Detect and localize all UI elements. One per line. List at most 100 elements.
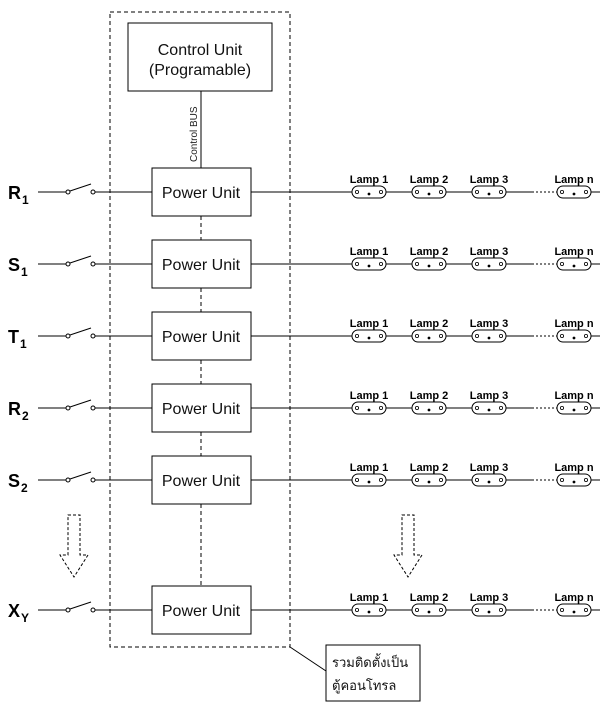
lamp-label: Lamp n bbox=[554, 462, 593, 474]
switch-icon bbox=[65, 327, 96, 339]
lamp-2: Lamp 2 bbox=[410, 592, 449, 617]
lamp-label: Lamp n bbox=[554, 390, 593, 402]
lamp-tube-icon bbox=[471, 473, 507, 487]
phase-letter: S bbox=[8, 471, 20, 491]
lamp-4: Lamp n bbox=[554, 246, 594, 271]
phase-label: T1 bbox=[8, 327, 27, 351]
control-unit-subtitle: (Programable) bbox=[149, 62, 251, 79]
lamp-label: Lamp 1 bbox=[350, 174, 389, 186]
phase-letter: T bbox=[8, 327, 19, 347]
lamp-2: Lamp 2 bbox=[410, 246, 449, 271]
switch-icon bbox=[65, 183, 96, 195]
lamp-label: Lamp 2 bbox=[410, 592, 449, 604]
lamp-label: Lamp 1 bbox=[350, 318, 389, 330]
lamp-tube-icon bbox=[556, 473, 592, 487]
phase-letter: R bbox=[8, 399, 21, 419]
lamp-tube-icon bbox=[471, 603, 507, 617]
phase-label: S1 bbox=[8, 255, 28, 279]
cabinet-enclosure bbox=[109, 11, 291, 648]
lamp-tube-icon bbox=[351, 603, 387, 617]
power-unit-box bbox=[151, 167, 252, 217]
phase-subscript: 1 bbox=[22, 193, 29, 207]
phase-subscript: Y bbox=[21, 611, 29, 625]
lamp-3: Lamp 3 bbox=[470, 246, 509, 271]
power-unit-label: Power Unit bbox=[162, 329, 241, 346]
lamp-label: Lamp 2 bbox=[410, 246, 449, 258]
lamp-1: Lamp 1 bbox=[350, 390, 388, 415]
note-leader-line bbox=[289, 646, 327, 672]
row-r1: R1 Power Unit Lamp 1 Lamp 2 Lamp 3 Lamp n bbox=[8, 167, 600, 217]
lamp-label: Lamp n bbox=[554, 592, 593, 604]
row-xy: XY Power Unit Lamp 1 Lamp 2 Lamp 3 Lamp n bbox=[8, 585, 600, 635]
lamp-tube-icon bbox=[411, 401, 447, 415]
lamp-tube-icon bbox=[411, 329, 447, 343]
phase-letter: R bbox=[8, 183, 21, 203]
row-r2: R2 Power Unit Lamp 1 Lamp 2 Lamp 3 Lamp n bbox=[8, 383, 600, 433]
lamp-2: Lamp 2 bbox=[410, 462, 449, 487]
lamp-1: Lamp 1 bbox=[350, 462, 389, 487]
power-unit-label: Power Unit bbox=[162, 401, 241, 418]
phase-label: R2 bbox=[8, 399, 29, 423]
control-bus-label: Control BUS bbox=[189, 106, 200, 162]
lamp-3: Lamp 3 bbox=[470, 390, 509, 415]
lamp-label: Lamp 1 bbox=[350, 462, 389, 474]
lamp-tube-icon bbox=[351, 401, 387, 415]
lamp-label: Lamp 3 bbox=[470, 592, 509, 604]
lamp-tube-icon bbox=[411, 185, 447, 199]
lamp-tube-icon bbox=[351, 329, 387, 343]
control-unit-title: Control Unit bbox=[158, 42, 243, 59]
row-s2: S2 Power Unit Lamp 1 Lamp 2 Lamp 3 Lamp n bbox=[8, 455, 600, 505]
lamp-label: Lamp n bbox=[554, 174, 593, 186]
lamp-tube-icon bbox=[411, 473, 447, 487]
lamp-label: Lamp 3 bbox=[470, 174, 509, 186]
lamp-tube-icon bbox=[351, 473, 387, 487]
power-unit-label: Power Unit bbox=[162, 473, 241, 490]
note-box bbox=[325, 644, 421, 702]
switch-icon bbox=[65, 471, 96, 483]
switch-icon bbox=[65, 255, 96, 267]
power-unit-box bbox=[151, 239, 252, 289]
lamp-label: Lamp 2 bbox=[410, 390, 449, 402]
phase-subscript: 2 bbox=[21, 481, 28, 495]
lamp-3: Lamp 3 bbox=[470, 174, 509, 199]
power-unit-label: Power Unit bbox=[162, 257, 241, 274]
lamp-label: Lamp 3 bbox=[470, 390, 509, 402]
phase-subscript: 1 bbox=[21, 265, 28, 279]
lamp-tube-icon bbox=[471, 185, 507, 199]
lamp-3: Lamp 3 bbox=[470, 592, 509, 617]
lamp-label: Lamp 2 bbox=[410, 174, 449, 186]
lamp-4: Lamp n bbox=[554, 174, 594, 199]
lamp-label: Lamp 3 bbox=[470, 318, 509, 330]
power-unit-label: Power Unit bbox=[162, 185, 241, 202]
note-line-2: ตู้คอนโทรล bbox=[332, 678, 396, 694]
phase-subscript: 1 bbox=[20, 337, 27, 351]
lamp-tube-icon bbox=[556, 401, 592, 415]
lamp-label: Lamp 2 bbox=[410, 462, 449, 474]
power-unit-label: Power Unit bbox=[162, 603, 241, 620]
lamp-label: Lamp 3 bbox=[470, 462, 509, 474]
lamp-4: Lamp n bbox=[554, 592, 594, 617]
switch-icon bbox=[65, 399, 96, 411]
power-unit-box bbox=[151, 383, 252, 433]
power-unit-box bbox=[151, 311, 252, 361]
lamp-1: Lamp 1 bbox=[350, 318, 389, 343]
phase-label: XY bbox=[8, 601, 29, 625]
lamp-4: Lamp n bbox=[554, 390, 594, 415]
lamp-1: Lamp 1 bbox=[350, 592, 389, 617]
lamp-4: Lamp n bbox=[554, 318, 594, 343]
lamp-label: Lamp 1 bbox=[350, 592, 389, 604]
lamp-label: Lamp 3 bbox=[470, 246, 509, 258]
lamp-tube-icon bbox=[471, 401, 507, 415]
lamp-tube-icon bbox=[556, 257, 592, 271]
down-arrow-left-icon bbox=[59, 514, 89, 578]
lamp-1: Lamp 1 bbox=[350, 174, 389, 199]
lamp-tube-icon bbox=[411, 603, 447, 617]
lamp-2: Lamp 2 bbox=[410, 174, 449, 199]
lamp-3: Lamp 3 bbox=[470, 462, 509, 487]
phase-subscript: 2 bbox=[22, 409, 29, 423]
lamp-tube-icon bbox=[411, 257, 447, 271]
lamp-tube-icon bbox=[556, 329, 592, 343]
